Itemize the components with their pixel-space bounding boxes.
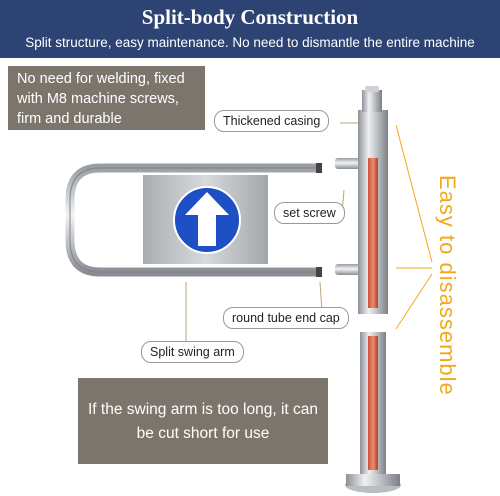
note-welding: No need for welding, fixed with M8 machi… (8, 66, 205, 130)
label-set-screw: set screw (274, 202, 345, 224)
thickened-casing (358, 110, 388, 146)
label-thickened-casing: Thickened casing (214, 110, 330, 132)
tube-end-cap-bottom (316, 267, 322, 277)
tube-end-cap-top (316, 163, 322, 173)
easy-to-disassemble-text: Easy to disassemble (435, 175, 460, 396)
note-cut-short: If the swing arm is too long, it can be … (78, 378, 328, 464)
page-title: Split-body Construction (141, 5, 359, 29)
label-round-tube-end-cap: round tube end cap (223, 307, 349, 329)
page-subtitle: Split structure, easy maintenance. No ne… (25, 35, 475, 50)
label-split-swing-arm: Split swing arm (141, 341, 244, 363)
header-banner: Split-body Construction Split structure,… (0, 0, 500, 58)
